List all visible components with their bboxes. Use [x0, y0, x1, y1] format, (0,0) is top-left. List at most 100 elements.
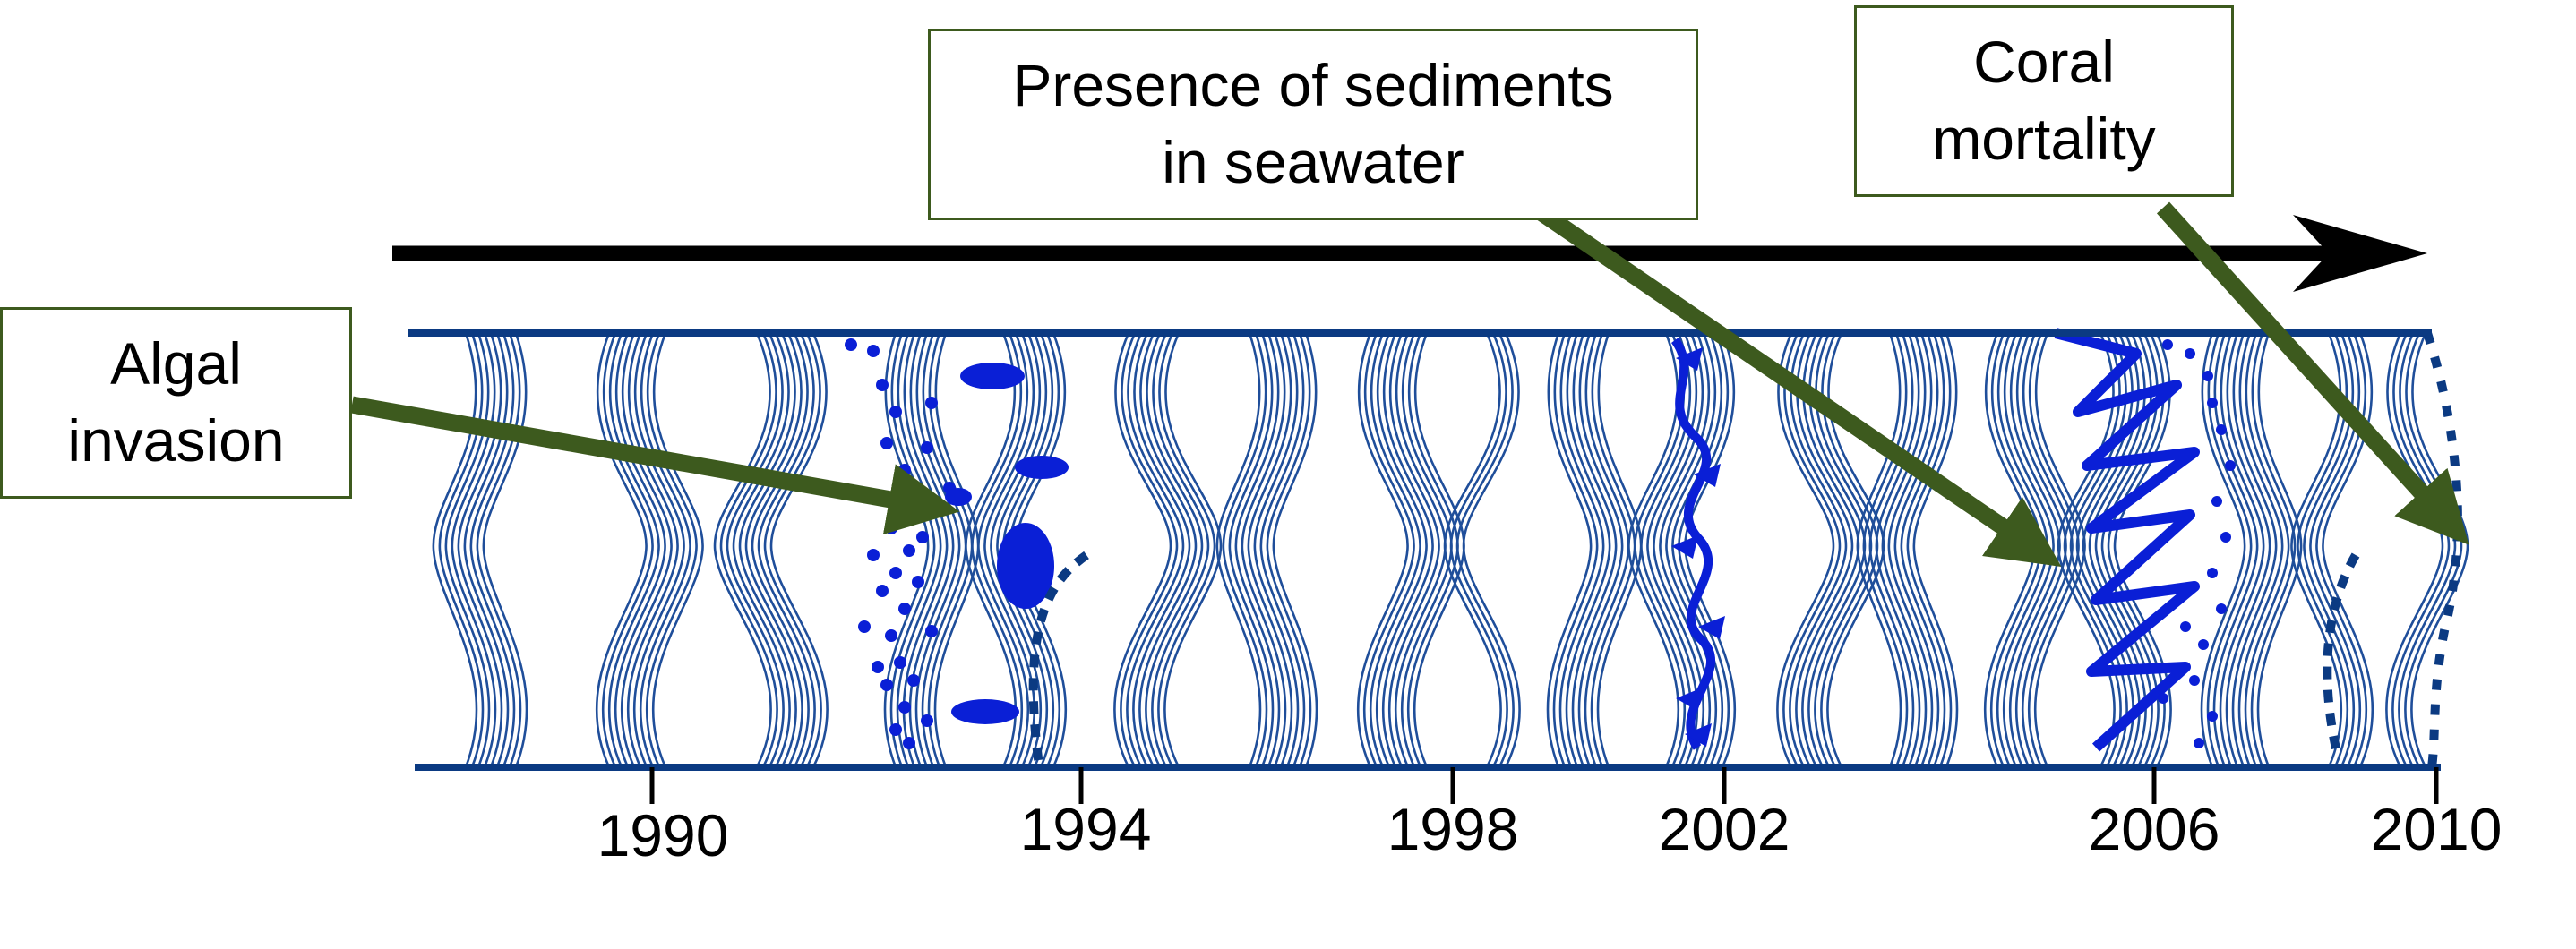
- growth-band-line: [965, 332, 1018, 768]
- growth-band-line: [639, 332, 691, 768]
- sediment-dot: [2207, 568, 2218, 578]
- year-ticks: [649, 767, 2439, 804]
- sediment-dot: [2185, 348, 2195, 359]
- sediment-dot: [2207, 398, 2218, 408]
- growth-band-line: [889, 332, 936, 768]
- growth-band-line: [896, 332, 942, 768]
- growth-band-line: [1627, 332, 1680, 768]
- growth-band-line: [632, 332, 685, 768]
- growth-band-line: [1120, 332, 1179, 768]
- growth-band-line: [1215, 332, 1262, 768]
- growth-band-line: [1369, 332, 1421, 768]
- growth-band-line: [2398, 332, 2457, 768]
- growth-band-line: [1241, 332, 1287, 768]
- algal-dot: [903, 544, 915, 557]
- growth-band-line: [2063, 332, 2122, 768]
- sediment-flake: [1698, 616, 1725, 639]
- growth-band-line: [2219, 332, 2265, 768]
- growth-band-line: [713, 332, 772, 768]
- growth-band-line: [2297, 332, 2349, 768]
- algal-dot: [925, 397, 938, 409]
- algal-blob: [951, 699, 1019, 724]
- algal-dot: [889, 406, 902, 418]
- growth-band-line: [2290, 332, 2343, 768]
- growth-band-line: [1912, 332, 1959, 768]
- dashed-growth-mark: [1028, 551, 1089, 766]
- growth-band-line: [2385, 332, 2444, 768]
- growth-band-line: [1443, 332, 1502, 768]
- year-label-2010: 2010: [2370, 796, 2503, 862]
- growth-band-line: [2206, 332, 2253, 768]
- algal-dot: [876, 379, 889, 391]
- growth-band-line: [1387, 332, 1440, 768]
- algal-dot: [858, 620, 871, 633]
- growth-band-line: [1565, 332, 1611, 768]
- growth-band-line: [763, 332, 822, 768]
- algal-dot: [898, 603, 911, 615]
- algal-blob: [960, 363, 1025, 389]
- algal-blob: [945, 488, 972, 506]
- growth-band-line: [614, 332, 666, 768]
- growth-band-line: [2322, 332, 2374, 768]
- growth-band-line: [1228, 332, 1275, 768]
- growth-band-line: [751, 332, 810, 768]
- algal-dot: [925, 625, 938, 637]
- growth-band-line: [2075, 332, 2134, 768]
- sediment-dot: [2162, 339, 2173, 350]
- growth-band-line: [1163, 332, 1223, 768]
- algal-dot: [921, 714, 933, 727]
- growth-band-line: [1356, 332, 1409, 768]
- growth-band-line: [1646, 332, 1699, 768]
- sediment-callout-arrow-icon: [1504, 184, 2062, 567]
- growth-band-line: [2200, 332, 2246, 768]
- growth-band-line: [2237, 332, 2284, 768]
- growth-band-line: [645, 332, 698, 768]
- algal-dot: [867, 549, 880, 561]
- sediment-flake: [1671, 535, 1698, 559]
- year-label-1994: 1994: [1019, 796, 1152, 862]
- growth-band-line: [1782, 332, 1842, 768]
- sediment-dot: [2216, 424, 2227, 435]
- algal-dot: [885, 522, 897, 534]
- growth-band-line: [1259, 332, 1306, 768]
- growth-band-line: [620, 332, 673, 768]
- growth-band-line: [482, 332, 528, 768]
- algal-dot: [916, 531, 929, 543]
- mortality-edge-mark: [2423, 331, 2462, 768]
- growth-band-line: [1132, 332, 1191, 768]
- growth-band-line: [1795, 332, 1854, 768]
- growth-band-line: [1234, 332, 1281, 768]
- growth-band-line: [2069, 332, 2128, 768]
- growth-band-line: [1449, 332, 1508, 768]
- growth-band-line: [1375, 332, 1428, 768]
- growth-band-line: [1138, 332, 1198, 768]
- growth-band-line: [1862, 332, 1909, 768]
- growth-band-line: [1671, 332, 1724, 768]
- growth-band-line: [457, 332, 503, 768]
- growth-band-line: [2410, 332, 2469, 768]
- growth-band-line: [1381, 332, 1434, 768]
- algal-invasion-callout: Algal invasion: [0, 307, 352, 499]
- growth-band-line: [1868, 332, 1915, 768]
- sediment-dot: [2202, 371, 2213, 381]
- growth-band-line: [1856, 332, 1902, 768]
- algal-dot: [885, 629, 897, 642]
- growth-band-line: [1546, 332, 1593, 768]
- algal-blob: [997, 523, 1054, 609]
- growth-band-line: [719, 332, 778, 768]
- year-label-1998: 1998: [1387, 796, 1519, 862]
- growth-band-line: [2212, 332, 2259, 768]
- algal-dot: [880, 679, 893, 691]
- algal-dot: [907, 674, 920, 687]
- growth-band-line: [2250, 332, 2297, 768]
- algal-dot: [912, 576, 924, 588]
- growth-band-line: [607, 332, 660, 768]
- algal-dot: [898, 464, 911, 476]
- sediment-dot: [2198, 639, 2209, 650]
- growth-band-line: [1789, 332, 1848, 768]
- algal-dot: [845, 338, 857, 351]
- algal-dot: [898, 701, 911, 714]
- growth-band-line: [1906, 332, 1953, 768]
